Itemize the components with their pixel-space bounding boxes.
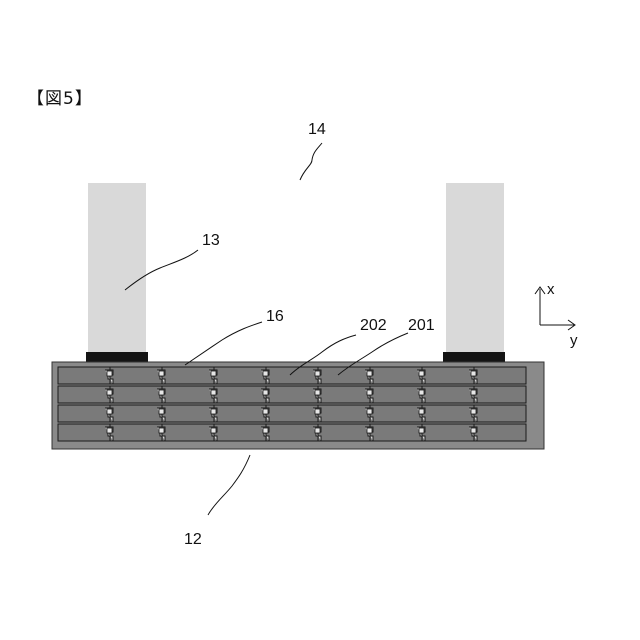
leader-12	[208, 455, 250, 515]
cell-joint-notch	[211, 371, 216, 376]
pillar-right	[446, 183, 504, 353]
cell-joint-notch	[315, 371, 320, 376]
cell	[318, 405, 370, 422]
label-13: 13	[202, 232, 220, 249]
cell	[58, 386, 110, 403]
cell-joint-notch	[419, 428, 424, 433]
leader-14	[300, 143, 322, 180]
cell-joint-notch	[159, 390, 164, 395]
cell-joint-notch	[367, 371, 372, 376]
axis-indicator	[535, 287, 575, 330]
cell	[474, 386, 526, 403]
cell-joint-notch	[471, 409, 476, 414]
cell-joint-notch	[263, 428, 268, 433]
cell	[58, 424, 110, 441]
axis-x-label: x	[547, 281, 555, 298]
cell-joint-notch	[159, 409, 164, 414]
label-16: 16	[266, 308, 284, 325]
cell	[370, 367, 422, 384]
cell	[58, 367, 110, 384]
cell-joint-notch	[211, 409, 216, 414]
cell	[162, 405, 214, 422]
cell	[110, 367, 162, 384]
axis-y-label: y	[570, 332, 578, 349]
cell-joint-notch	[211, 428, 216, 433]
cell	[214, 386, 266, 403]
cell-joint-notch	[315, 428, 320, 433]
cell	[422, 424, 474, 441]
cell	[162, 367, 214, 384]
cell	[214, 367, 266, 384]
label-12: 12	[184, 531, 202, 548]
label-201: 201	[408, 317, 435, 334]
cell-joint-notch	[419, 409, 424, 414]
cell-joint-notch	[263, 390, 268, 395]
leader-16	[185, 322, 262, 365]
cell	[110, 386, 162, 403]
cell	[266, 367, 318, 384]
label-202: 202	[360, 317, 387, 334]
cell	[266, 424, 318, 441]
cell-joint-notch	[315, 390, 320, 395]
cell-joint-notch	[367, 409, 372, 414]
label-14: 14	[308, 121, 326, 138]
cell-joint-notch	[263, 371, 268, 376]
cell	[422, 405, 474, 422]
cell-joint-notch	[367, 428, 372, 433]
cell	[422, 386, 474, 403]
cell	[266, 386, 318, 403]
cell-joint-notch	[471, 428, 476, 433]
cell	[214, 405, 266, 422]
cell-joint-notch	[159, 371, 164, 376]
cell-joint-notch	[367, 390, 372, 395]
cell-joint-notch	[263, 409, 268, 414]
cell	[474, 424, 526, 441]
cell-joint-notch	[107, 409, 112, 414]
cell	[110, 405, 162, 422]
cell-joint-notch	[471, 371, 476, 376]
pillar-left	[88, 183, 146, 353]
cell-joint-notch	[419, 371, 424, 376]
cell	[214, 424, 266, 441]
cell-joint-notch	[107, 371, 112, 376]
pad-left	[86, 352, 148, 362]
cell	[370, 424, 422, 441]
cell	[58, 405, 110, 422]
cell	[110, 424, 162, 441]
cell-joint-notch	[211, 390, 216, 395]
cell	[318, 367, 370, 384]
cell-joint-notch	[419, 390, 424, 395]
cell	[370, 386, 422, 403]
cell-joint-notch	[159, 428, 164, 433]
cell-joint-notch	[107, 390, 112, 395]
pad-right	[443, 352, 505, 362]
cell	[318, 386, 370, 403]
cell	[266, 405, 318, 422]
cell	[370, 405, 422, 422]
cell-joint-notch	[107, 428, 112, 433]
cell-joint-notch	[315, 409, 320, 414]
cell-joint-notch	[471, 390, 476, 395]
cell	[162, 424, 214, 441]
cell	[318, 424, 370, 441]
cell	[162, 386, 214, 403]
cell	[422, 367, 474, 384]
cell	[474, 405, 526, 422]
cell	[474, 367, 526, 384]
